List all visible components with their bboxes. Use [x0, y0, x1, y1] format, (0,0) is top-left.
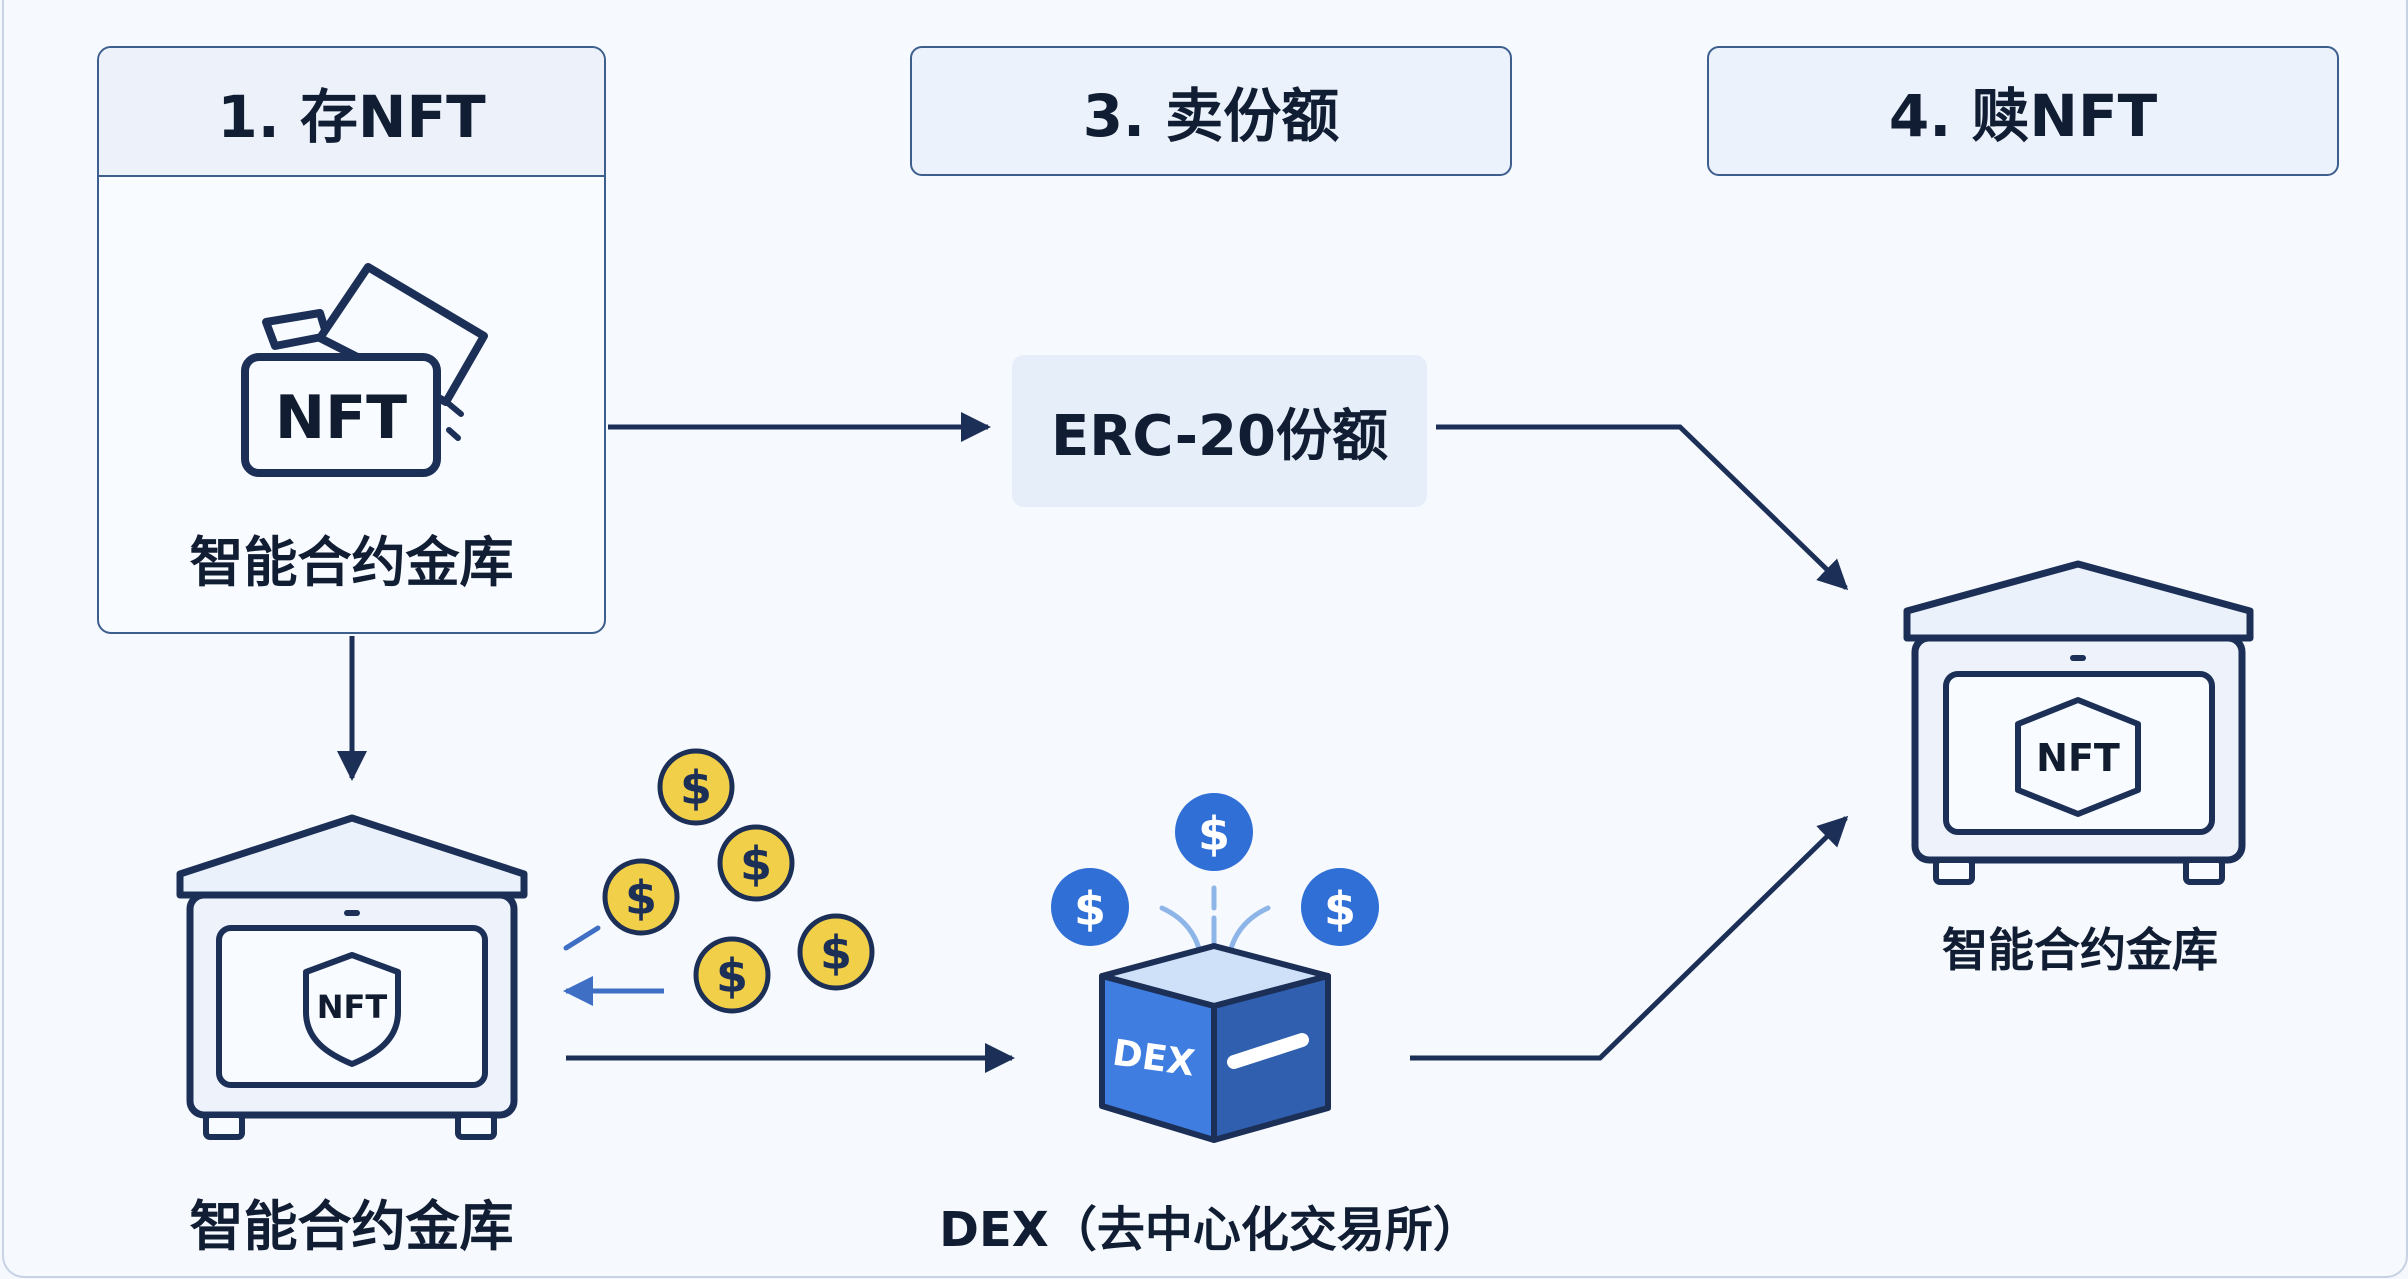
- svg-text:$: $: [1324, 882, 1356, 936]
- arrow-dex-to-right-vault: [1410, 815, 1849, 1061]
- erc20-shares-label: ERC-20份额: [1012, 355, 1427, 507]
- flow-arrows: [337, 412, 1849, 1073]
- blue-coin-icon: $: [1175, 793, 1253, 871]
- nft-cards-icon: NFT: [241, 263, 488, 477]
- svg-text:$: $: [625, 871, 657, 925]
- step4-title: 4. 赎NFT: [1707, 46, 2339, 176]
- left-vault-label: 智能合约金库: [189, 1195, 514, 1258]
- svg-text:$: $: [740, 837, 772, 891]
- right-vault-label: 智能合约金库: [1942, 923, 2218, 977]
- gold-coins: $ $ $ $ $: [602, 748, 875, 1014]
- blue-coin-icon: $: [1301, 868, 1379, 946]
- svg-text:$: $: [820, 926, 852, 980]
- svg-text:$: $: [680, 761, 712, 815]
- left-vault-icon: NFT: [176, 814, 528, 1140]
- coin-return-arrow: [563, 925, 664, 1006]
- coin-icon: $: [797, 913, 875, 991]
- coin-icon: $: [602, 858, 680, 936]
- arrow-erc-to-right-vault: [1436, 424, 1849, 591]
- card-vault-label: 智能合约金库: [189, 531, 514, 594]
- left-shield-text: NFT: [317, 988, 388, 1026]
- svg-text:$: $: [716, 949, 748, 1003]
- dex-box-icon: $ $ $ DEX: [1051, 793, 1379, 1143]
- svg-text:$: $: [1198, 807, 1230, 861]
- step1-title: 1. 存NFT: [99, 48, 604, 177]
- coin-icon: $: [717, 824, 795, 902]
- nft-card-text: NFT: [275, 383, 407, 453]
- svg-text:$: $: [1074, 882, 1106, 936]
- shield-icon: [303, 952, 401, 1067]
- step3-title: 3. 卖份额: [910, 46, 1512, 176]
- right-vault-icon: NFT: [1903, 560, 2254, 885]
- blue-coin-icon: $: [1051, 868, 1129, 946]
- hexagon-icon: [2015, 697, 2141, 817]
- dex-label: DEX（去中心化交易所）: [939, 1202, 1481, 1258]
- right-hex-text: NFT: [2036, 736, 2120, 780]
- coin-icon: $: [657, 748, 735, 826]
- coin-icon: $: [693, 936, 771, 1014]
